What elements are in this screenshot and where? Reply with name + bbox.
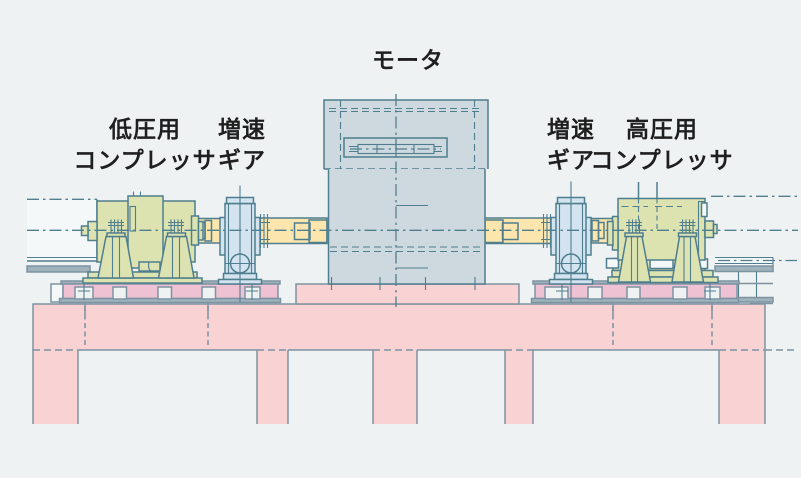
compressor-low-pressure [80,191,204,284]
label-speed-gear-left: 増速 ギア [218,117,266,174]
label-lp-compressor: 低圧用 コンプレッサ [73,117,217,174]
shaft-right-inner [483,214,553,248]
platform-right [714,256,774,305]
shaft-left-inner [256,214,328,248]
centerlines [27,94,798,307]
motor-pedestal [295,283,520,305]
bearing-bolts [108,219,184,233]
label-speed-gear-right: 増速 ギア [547,117,595,174]
foundation [32,283,797,424]
compressor-high-pressure [605,182,719,284]
anchor-bolts-right [556,278,716,300]
motor [323,99,489,290]
anchor-bolts-left [78,278,258,300]
label-hp-compressor: 高圧用 コンプレッサ [590,117,734,174]
label-motor-text: モータ [372,48,444,74]
baseplate-right [530,278,740,304]
label-motor: モータ [372,46,444,77]
process-pipes [637,182,658,199]
bearing-bolts [626,219,696,233]
motor-foot-bolts [330,277,476,290]
